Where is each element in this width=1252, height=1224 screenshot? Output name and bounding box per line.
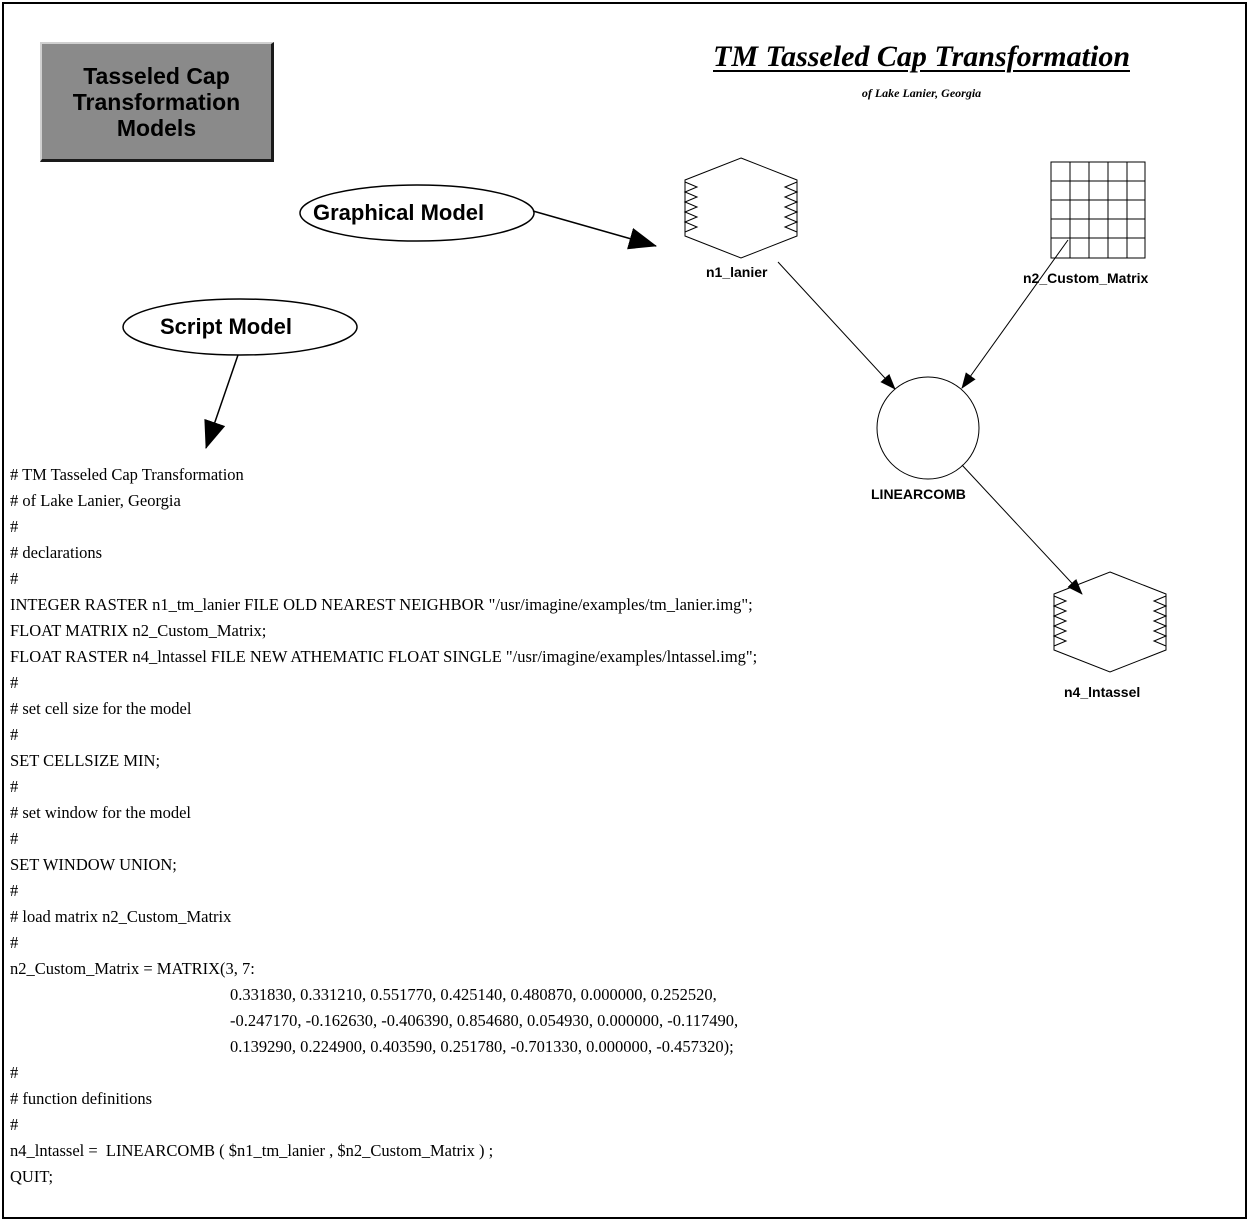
script-line: # function definitions xyxy=(10,1089,153,1108)
script-line: INTEGER RASTER n1_tm_lanier FILE OLD NEA… xyxy=(10,595,753,614)
linearcomb-node-icon xyxy=(876,376,980,480)
script-model-label: Script Model xyxy=(160,314,293,339)
script-line: # xyxy=(10,933,19,952)
script-line: FLOAT MATRIX n2_Custom_Matrix; xyxy=(10,621,267,640)
script-line: # xyxy=(10,1063,19,1082)
script-line: # set cell size for the model xyxy=(10,699,192,718)
script-line: # load matrix n2_Custom_Matrix xyxy=(10,907,232,926)
graphical-model-callout xyxy=(299,184,535,242)
script-line: # xyxy=(10,517,19,536)
script-line: # xyxy=(10,1115,19,1134)
script-line: # set window for the model xyxy=(10,803,192,822)
models-badge: Tasseled Cap Transformation Models xyxy=(40,42,274,162)
script-line: # xyxy=(10,673,19,692)
script-line: SET CELLSIZE MIN; xyxy=(10,751,161,770)
script-line: 0.139290, 0.224900, 0.403590, 0.251780, … xyxy=(230,1037,734,1056)
script-model-callout xyxy=(122,298,358,356)
script-line: # xyxy=(10,829,19,848)
script-line: -0.247170, -0.162630, -0.406390, 0.85468… xyxy=(230,1011,739,1030)
script-line: 0.331830, 0.331210, 0.551770, 0.425140, … xyxy=(230,985,717,1004)
script-model-code: # TM Tasseled Cap Transformation # of La… xyxy=(10,462,757,1190)
graphical-model-label: Graphical Model xyxy=(313,200,485,225)
script-line: n4_lntassel = LINEARCOMB ( $n1_tm_lanier… xyxy=(10,1141,494,1160)
figure-title: TM Tasseled Cap Transformation xyxy=(713,40,1130,73)
script-line: # xyxy=(10,569,19,588)
matrix-node-n2-icon xyxy=(1050,161,1146,259)
script-line: # xyxy=(10,777,19,796)
script-line: # xyxy=(10,725,19,744)
script-line: SET WINDOW UNION; xyxy=(10,855,177,874)
edge-linearcomb-to-n4 xyxy=(961,464,1083,595)
figure-subtitle: of Lake Lanier, Georgia xyxy=(861,86,982,100)
graphical-model-arrow xyxy=(532,210,657,250)
script-line: # TM Tasseled Cap Transformation xyxy=(10,465,244,484)
node-label-linearcomb: LINEARCOMB xyxy=(871,486,966,502)
script-model-arrow xyxy=(204,354,239,449)
raster-node-n4-icon xyxy=(1052,571,1168,673)
script-line: QUIT; xyxy=(10,1167,54,1186)
badge-text: Tasseled Cap Transformation Models xyxy=(72,62,241,141)
node-label-n4: n4_lntassel xyxy=(1064,684,1141,700)
node-label-n1: n1_lanier xyxy=(706,264,768,280)
node-label-n2: n2_Custom_Matrix xyxy=(1023,270,1149,286)
script-line: # xyxy=(10,881,19,900)
script-line: # of Lake Lanier, Georgia xyxy=(10,491,181,510)
edge-n1-to-linearcomb xyxy=(777,261,896,390)
script-line: FLOAT RASTER n4_lntassel FILE NEW ATHEMA… xyxy=(10,647,758,666)
script-line: n2_Custom_Matrix = MATRIX(3, 7: xyxy=(10,959,255,978)
script-line: # declarations xyxy=(10,543,103,562)
raster-node-n1-icon xyxy=(683,157,799,259)
edge-n2-to-linearcomb xyxy=(961,239,1069,389)
